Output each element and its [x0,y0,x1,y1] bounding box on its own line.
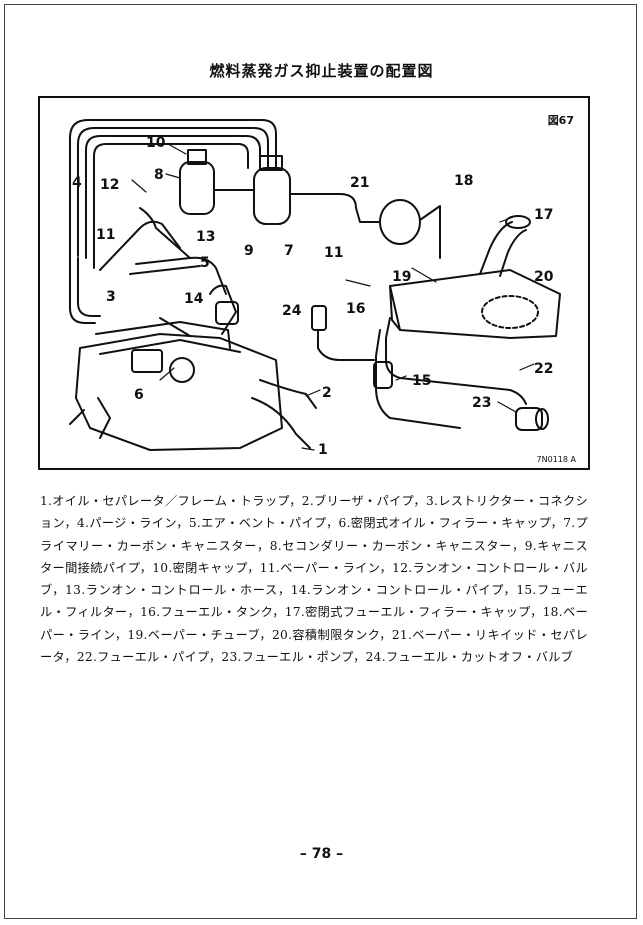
page-frame [4,4,637,919]
callout-24: 24 [282,303,302,319]
callout-15: 15 [412,373,432,389]
figure-number: 図67 [547,114,574,127]
callout-20: 20 [534,269,554,285]
callout-5: 5 [200,255,210,271]
callout-23: 23 [472,395,492,411]
callout-7: 7 [284,243,294,259]
callout-11-right: 11 [324,245,344,261]
callout-10: 10 [146,135,166,151]
callout-22: 22 [534,361,554,377]
callout-17: 17 [534,207,554,223]
diagram-figure: 図67 7N0118 A 1 2 3 4 5 6 7 8 9 10 11 11 … [38,96,590,470]
page-title: 燃料蒸発ガス抑止装置の配置図 [209,62,434,80]
diagram-drawing [69,119,561,451]
callout-9: 9 [244,243,254,259]
callout-16: 16 [346,301,366,317]
callout-2: 2 [322,385,332,401]
callout-12: 12 [100,177,120,193]
callout-21: 21 [350,175,370,191]
callout-19: 19 [392,269,412,285]
callout-6: 6 [134,387,144,403]
callout-3: 3 [106,289,116,305]
figure-code: 7N0118 A [536,455,576,464]
callout-13: 13 [196,229,216,245]
callout-4: 4 [72,175,82,191]
callout-11-left: 11 [96,227,116,243]
callout-1: 1 [318,442,328,458]
callout-8: 8 [154,167,164,183]
page-number: – 78 – [299,846,344,862]
parts-legend: 1.オイル・セパレータ／フレーム・トラップ，2.ブリーザ・パイプ，3.レストリク… [40,494,588,665]
callout-18: 18 [454,173,474,189]
callout-14: 14 [184,291,204,307]
